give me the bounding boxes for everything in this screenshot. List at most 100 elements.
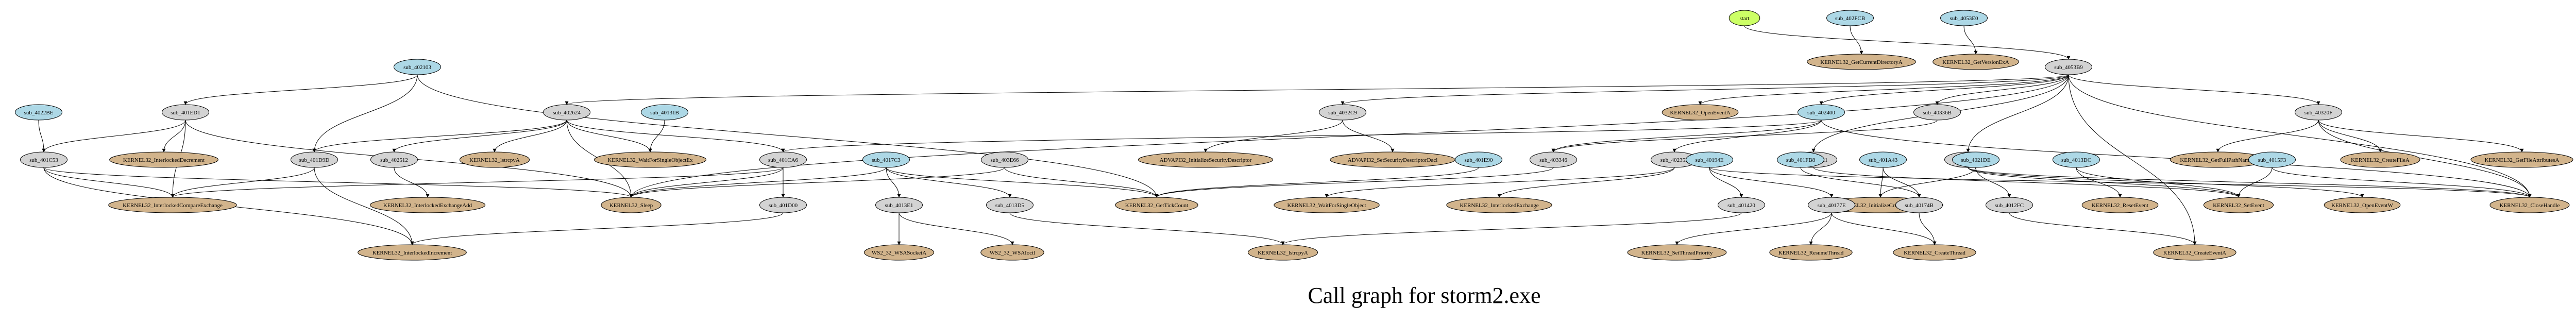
- function-node: sub_4053E0: [1940, 10, 1988, 26]
- node-label: WS2_32_WSAIoctl: [990, 250, 1036, 256]
- node-ellipse: [1826, 10, 1874, 26]
- function-node: sub_401D9D: [291, 151, 338, 168]
- node-ellipse: [15, 104, 62, 121]
- node-label: KERNEL32_GetVersionExA: [1942, 59, 2009, 65]
- node-ellipse: [2324, 197, 2401, 213]
- function-node: sub_4032C9: [1319, 104, 1366, 121]
- call-edge: [2318, 120, 2382, 152]
- node-ellipse: [370, 151, 418, 168]
- node-ellipse: [2203, 197, 2274, 213]
- call-edge: [1155, 167, 1554, 198]
- node-ellipse: [2045, 59, 2092, 75]
- import-node: KERNEL32_CreateFileA: [2340, 151, 2420, 168]
- node-label: WS2_32_WSASocketA: [872, 250, 926, 256]
- call-edge: [1675, 212, 1832, 245]
- call-edge: [2318, 120, 2524, 152]
- call-edge: [886, 167, 901, 198]
- call-edge: [38, 120, 46, 152]
- import-node: ADVAPI32_SetSecurityDescriptorDacl: [1330, 151, 1455, 168]
- call-edge: [629, 74, 2069, 198]
- import-node: KERNEL32_ResumeThread: [1769, 244, 1853, 261]
- call-edge: [1551, 120, 1822, 152]
- call-edge: [1878, 167, 1884, 198]
- node-label: KERNEL32_GetFileAttributesA: [2485, 157, 2560, 163]
- node-label: KERNEL32_GetCurrentDirectoryA: [1820, 59, 1903, 65]
- import-node: KERNEL32_Sleep: [601, 197, 662, 213]
- node-label: sub_402624: [553, 110, 581, 116]
- call-edge: [392, 120, 567, 152]
- function-node: sub_401C53: [20, 151, 67, 168]
- call-edge: [1709, 167, 1743, 198]
- node-label: sub_401C53: [29, 157, 58, 163]
- node-label: KERNEL32_CreateThread: [1904, 250, 1965, 256]
- node-ellipse: [1808, 197, 1855, 213]
- call-edge: [417, 74, 1159, 198]
- node-label: KERNEL32_SetEvent: [2213, 202, 2264, 209]
- node-label: sub_4032C9: [1328, 110, 1357, 116]
- call-edge: [1919, 212, 1937, 245]
- node-label: sub_401D9D: [299, 157, 330, 163]
- call-edge: [1813, 167, 2241, 198]
- call-edge: [2009, 212, 2197, 245]
- call-edge: [566, 120, 785, 152]
- node-label: KERNEL32_Sleep: [609, 202, 653, 209]
- edge-layer: [38, 25, 2532, 245]
- call-edge: [394, 167, 430, 198]
- node-ellipse: [875, 197, 923, 213]
- node-ellipse: [2153, 244, 2236, 261]
- node-ellipse: [2081, 197, 2159, 213]
- function-node: sub_4013DC: [2053, 151, 2100, 168]
- function-node: sub_403346: [1530, 151, 1577, 168]
- node-ellipse: [1115, 197, 1198, 213]
- node-label: KERNEL32_InterlockedExchangeAdd: [383, 202, 472, 209]
- node-label: KERNEL32_GetFullPathNameA: [2180, 157, 2256, 163]
- node-ellipse: [2470, 151, 2573, 168]
- import-node: KERNEL32_InterlockedExchange: [1446, 197, 1552, 213]
- node-ellipse: [1718, 197, 1765, 213]
- node-ellipse: [1662, 104, 1739, 121]
- call-edge: [312, 74, 418, 152]
- function-node: sub_40177E: [1808, 197, 1855, 213]
- import-node: KERNEL32_GetFullPathNameA: [2170, 151, 2266, 168]
- call-edge: [1004, 167, 1159, 198]
- call-edge: [1809, 212, 1832, 245]
- node-label: sub_403E66: [991, 157, 1020, 163]
- call-edge: [43, 167, 633, 198]
- import-node: KERNEL32_WaitForSingleObjectEx: [594, 151, 706, 168]
- function-node: sub_401E90: [1455, 151, 1502, 168]
- node-ellipse: [1138, 151, 1274, 168]
- function-node: sub_4015F3: [2248, 151, 2296, 168]
- function-node: sub_401ED1: [162, 104, 209, 121]
- node-ellipse: [1798, 104, 1845, 121]
- node-ellipse: [601, 197, 662, 213]
- function-node: sub_4013E1: [875, 197, 923, 213]
- call-edge: [171, 167, 315, 198]
- node-label: sub_40320F: [2304, 110, 2332, 116]
- call-edge: [1744, 25, 2071, 60]
- node-label: KERNEL32_OpenEventA: [1670, 110, 1730, 116]
- node-ellipse: [986, 197, 1033, 213]
- call-edge: [1935, 74, 2069, 105]
- node-label: KERNEL32_OpenEventW: [2331, 202, 2393, 209]
- call-edge: [886, 167, 1012, 198]
- node-label: sub_4012FC: [1995, 202, 2024, 209]
- node-ellipse: [108, 197, 237, 213]
- function-node: sub_4012FC: [1986, 197, 2033, 213]
- node-ellipse: [2053, 151, 2100, 168]
- node-label: KERNEL32_InterlockedDecrement: [123, 157, 205, 163]
- node-label: sub_4022BE: [24, 110, 54, 116]
- node-ellipse: [1895, 197, 1943, 213]
- function-node: sub_4053B9: [2045, 59, 2092, 75]
- call-edge: [43, 167, 175, 198]
- import-node: KERNEL32_OpenEventW: [2324, 197, 2401, 213]
- import-node: KERNEL32_lstrcpyA: [459, 151, 530, 168]
- node-label: sub_4015F3: [2258, 157, 2286, 163]
- call-edge: [2076, 167, 2241, 198]
- node-label: sub_40177E: [1818, 202, 1846, 209]
- call-edge: [2318, 120, 2532, 198]
- node-label: sub_40131B: [650, 110, 679, 116]
- node-label: sub_402103: [403, 64, 431, 71]
- import-node: KERNEL32_ResetEvent: [2081, 197, 2159, 213]
